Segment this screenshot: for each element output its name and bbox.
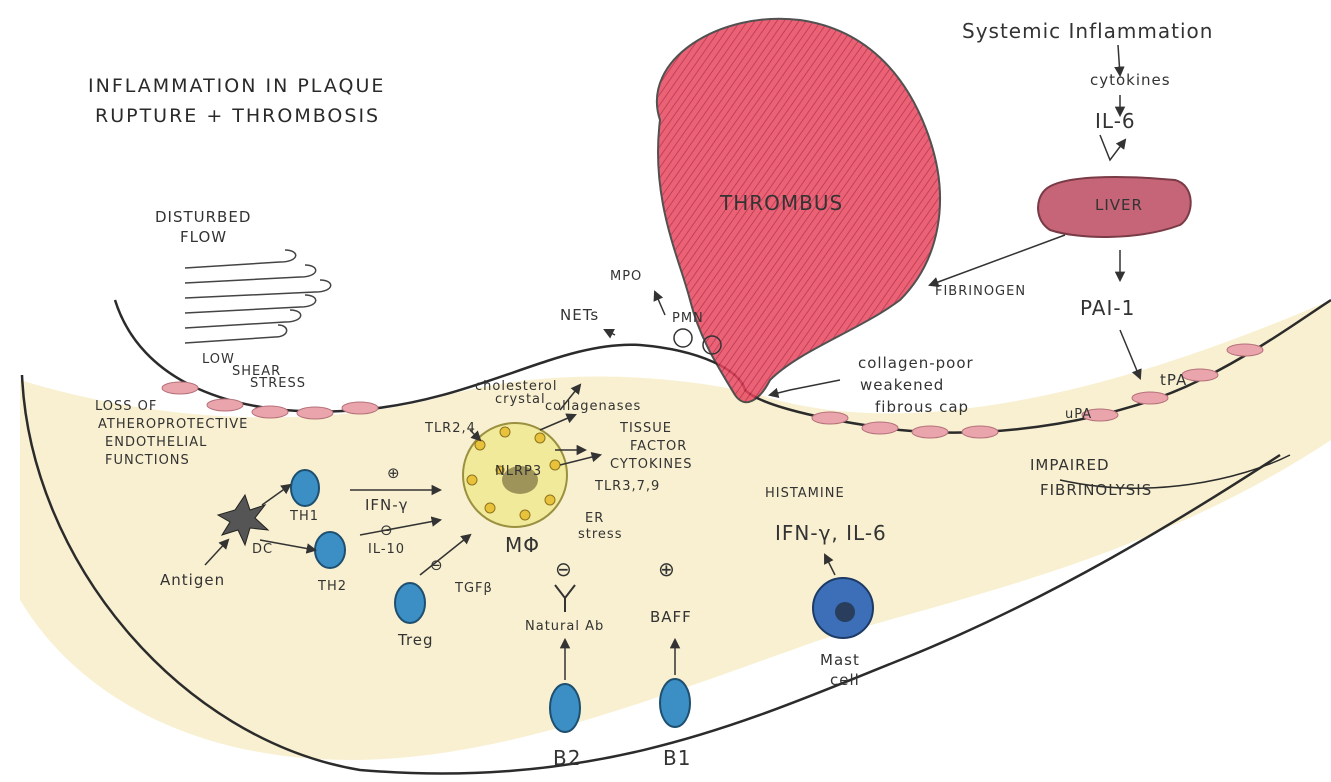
il10-label: IL-10 [368, 542, 405, 557]
cap-line1: collagen-poor [858, 354, 974, 372]
macrophage-label: MΦ [505, 533, 540, 557]
thrombus-label: THROMBUS [719, 191, 843, 215]
treg-minus: ⊖ [430, 556, 444, 574]
pmn-label: PMN [672, 311, 704, 326]
er-line2: stress [578, 527, 622, 542]
treg-label: Treg [397, 631, 434, 649]
b1-label: B1 [663, 746, 691, 770]
mpo-label: MPO [610, 269, 642, 284]
title-line2: RUPTURE + THROMBOSIS [95, 105, 380, 127]
nlrp3-label: NLRP3 [495, 464, 542, 479]
fibrinogen-label: FIBRINOGEN [935, 284, 1026, 299]
cytokines-label: cytokines [1090, 71, 1171, 89]
cholesterol-line2: crystal [495, 392, 546, 407]
endo-line4: FUNCTIONS [105, 453, 190, 468]
endo-line2: ATHEROPROTECTIVE [98, 417, 248, 432]
th2-label: TH2 [317, 579, 347, 594]
b1-plus: ⊕ [658, 557, 676, 581]
b2-minus: ⊖ [555, 557, 573, 581]
tlr24-label: TLR2,4 [424, 421, 476, 436]
endo-line1: LOSS OF [95, 399, 157, 414]
er-line1: ER [585, 511, 604, 526]
cytokines-mac-label: CYTOKINES [610, 457, 693, 472]
endo-line3: ENDOTHELIAL [105, 435, 207, 450]
dc-label: DC [252, 542, 273, 557]
upa-label: uPA [1065, 407, 1092, 422]
b2-label: B2 [553, 746, 581, 770]
impaired-line2: FIBRINOLYSIS [1040, 481, 1152, 499]
impaired-line1: IMPAIRED [1030, 456, 1110, 474]
th1-plus: ⊕ [387, 464, 401, 482]
low-line1: LOW [202, 352, 235, 367]
liver-label: LIVER [1095, 196, 1143, 214]
tpa-label: tPA [1160, 371, 1187, 389]
tgfb-label: TGFβ [454, 581, 493, 596]
histamine-label: HISTAMINE [765, 486, 845, 501]
pai1-label: PAI-1 [1080, 296, 1135, 320]
baff-label: BAFF [650, 608, 692, 626]
mast-mediators: IFN-γ, IL-6 [775, 521, 887, 545]
th1-label: TH1 [289, 509, 319, 524]
tlr379-label: TLR3,7,9 [594, 479, 660, 494]
nets-label: NETs [560, 306, 599, 324]
cap-line3: fibrous cap [875, 398, 969, 416]
th2-minus: ⊖ [380, 521, 394, 539]
antigen-label: Antigen [160, 571, 225, 589]
title-line1: INFLAMMATION IN PLAQUE [88, 75, 385, 97]
il6-label: IL-6 [1095, 109, 1136, 133]
tissue-factor-line2: FACTOR [630, 439, 687, 454]
natural-ab-label: Natural Ab [525, 619, 604, 634]
low-line3: STRESS [250, 376, 306, 391]
tissue-factor-line1: TISSUE [619, 421, 672, 436]
disturbed-line2: FLOW [180, 228, 227, 246]
systemic-heading: Systemic Inflammation [962, 19, 1213, 43]
cap-line2: weakened [860, 376, 944, 394]
collagenases-label: collagenases [545, 399, 641, 414]
disturbed-line1: DISTURBED [155, 208, 251, 226]
mast-label-line2: cell [830, 671, 860, 689]
mast-label-line1: Mast [820, 651, 860, 669]
ifng-label: IFN-γ [365, 496, 409, 514]
